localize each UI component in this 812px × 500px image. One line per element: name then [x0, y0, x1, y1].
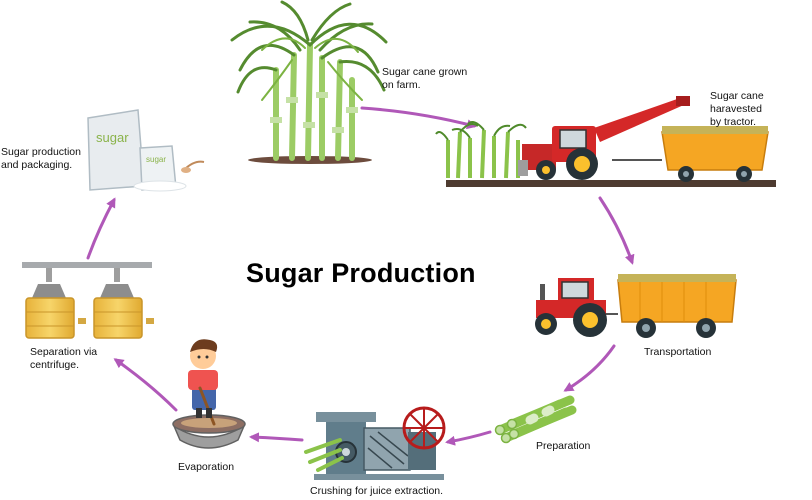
centrifuge-tank-right — [93, 268, 154, 339]
arrow-preparation-to-crushing — [445, 430, 492, 446]
diagram-title: Sugar Production — [246, 258, 476, 288]
harvester-tractor-illustration — [435, 96, 776, 187]
arrow-transport-to-preparation — [563, 344, 616, 392]
step-label-evaporation: Evaporation — [178, 461, 235, 473]
step-label-grown: Sugar cane grown on farm. — [382, 66, 468, 91]
step-label-centrifuge: Separation via centrifuge. — [30, 346, 98, 371]
arrow-grown-to-harvested — [360, 106, 477, 130]
arrow-harvested-to-transport — [598, 196, 635, 265]
step-label-transport: Transportation — [644, 346, 712, 358]
bag-brand-large: sugar — [96, 130, 129, 145]
cycle-arrows — [86, 106, 635, 446]
step-label-preparation: Preparation — [536, 440, 591, 452]
step-label-crushing: Crushing for juice extraction. — [310, 485, 444, 497]
step-label-packaging: Sugar production and packaging. — [1, 146, 81, 171]
sugarcane-plants-illustration — [230, 0, 388, 164]
bag-brand-small: sugar — [146, 155, 166, 164]
crushing-machine-illustration — [304, 406, 446, 480]
step-label-harvested: Sugar cane haravested by tractor. — [710, 90, 764, 128]
arrow-evaporation-to-centrifuge — [113, 358, 178, 412]
arrow-crushing-to-evaporation — [249, 432, 304, 443]
transport-tractor-illustration — [535, 274, 737, 338]
centrifuge-tank-left — [25, 268, 86, 339]
arrow-centrifuge-to-packaging — [86, 197, 116, 260]
evaporation-illustration — [172, 339, 246, 449]
sugar-bags-illustration: sugar sugar — [87, 109, 205, 192]
centrifuge-illustration — [22, 262, 154, 339]
cut-cane-bundle-illustration — [494, 395, 577, 444]
